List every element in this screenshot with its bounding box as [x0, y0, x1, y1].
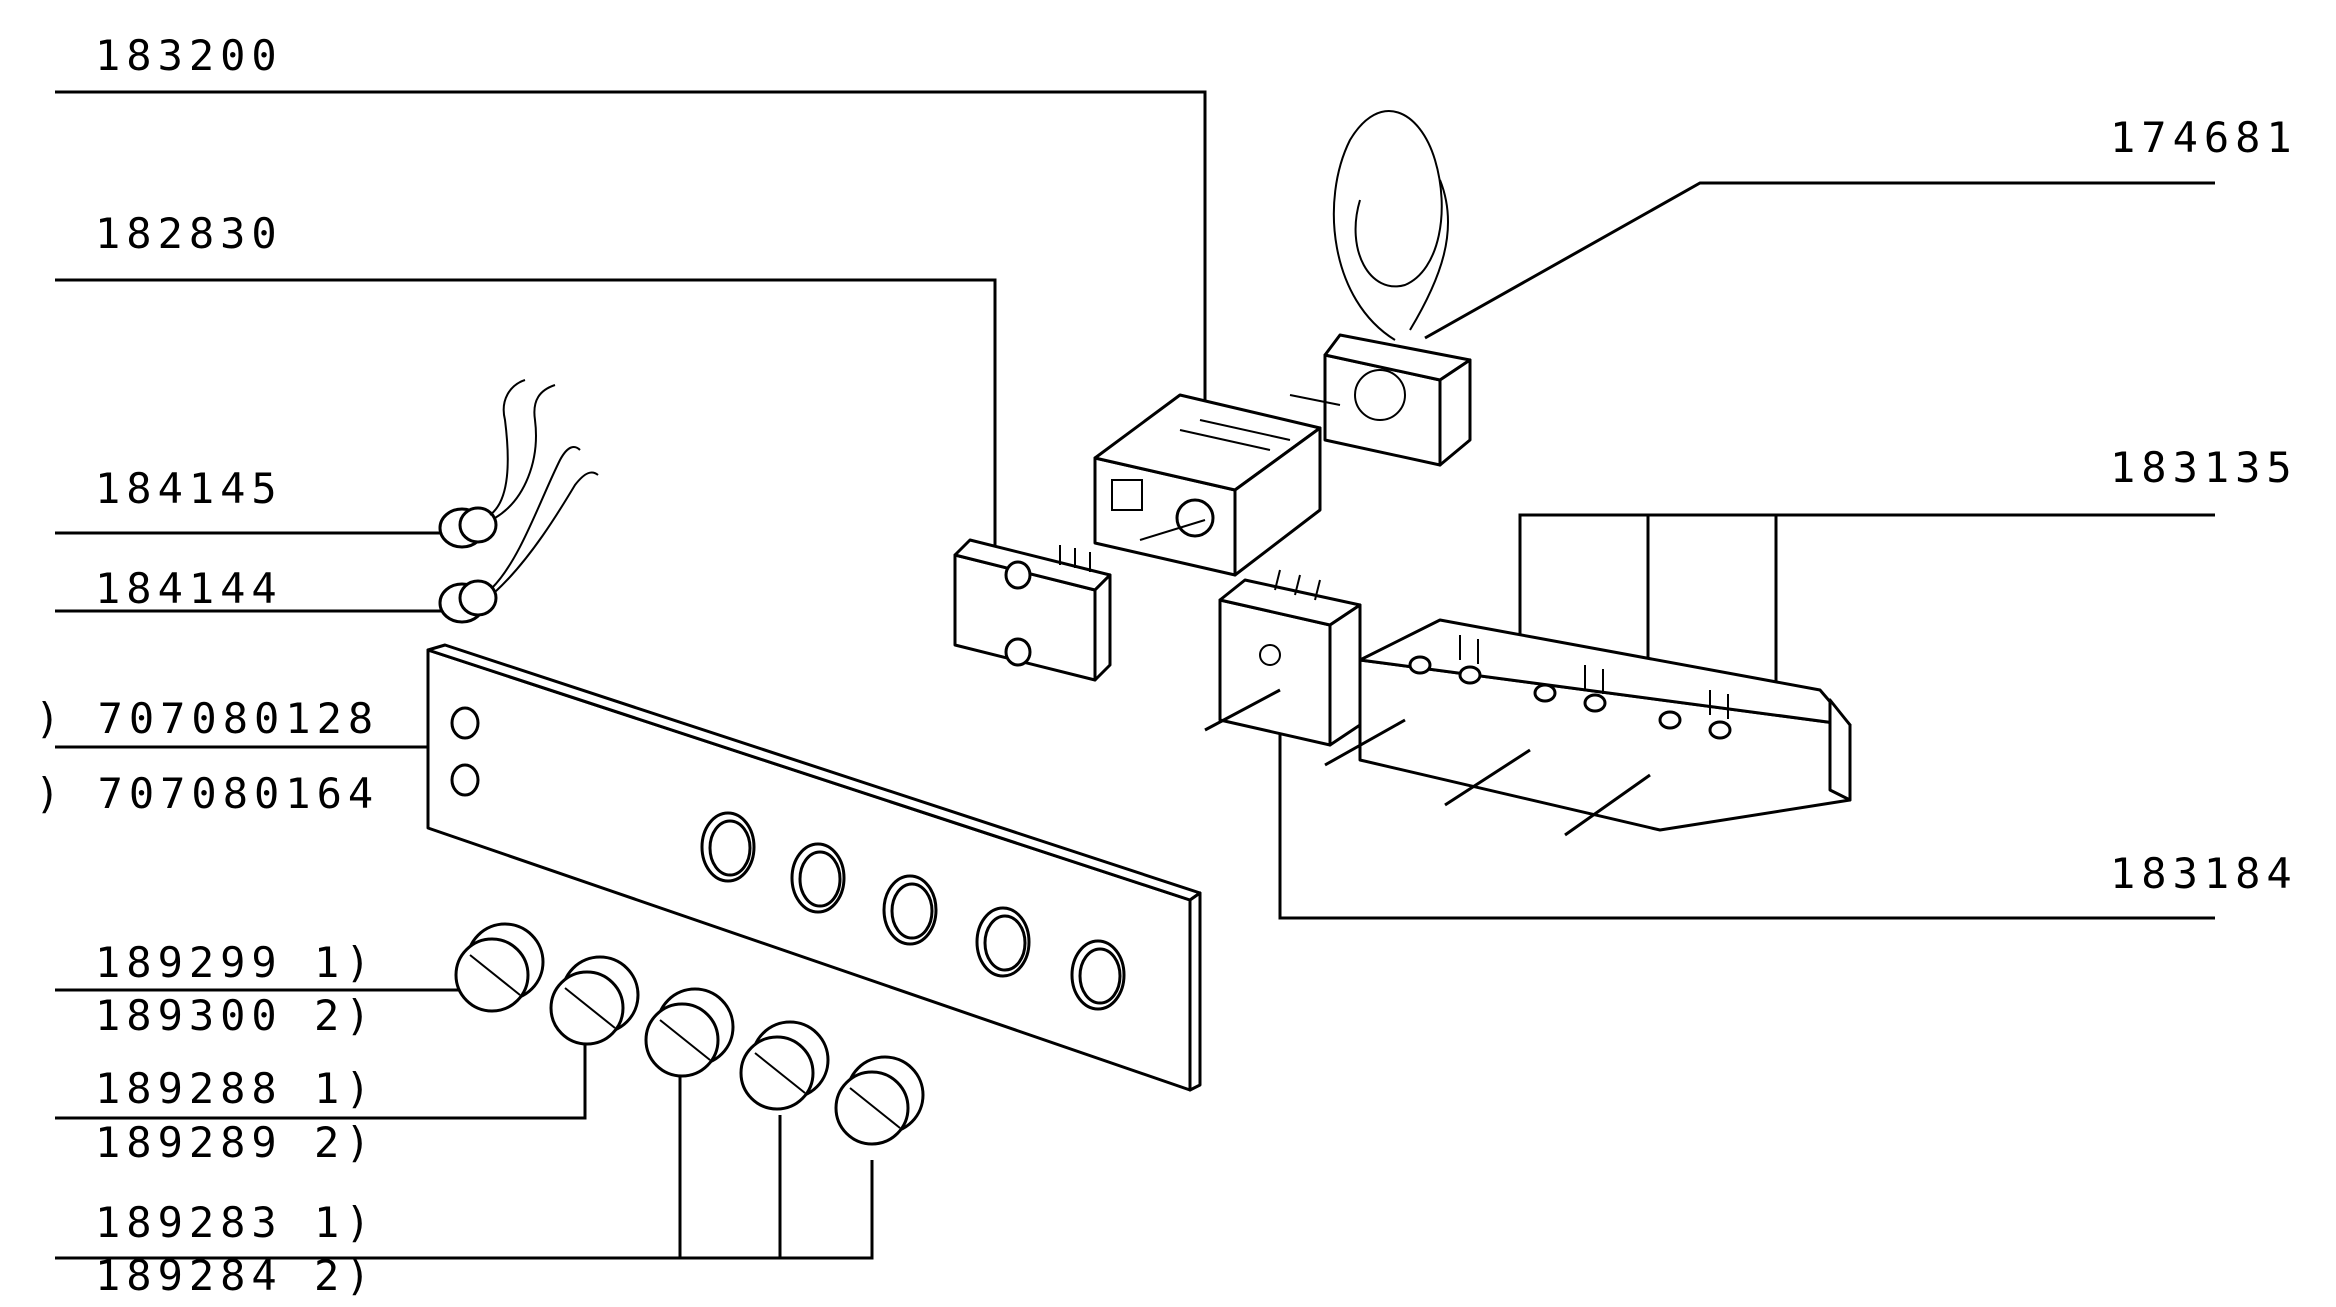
control-panel-strip	[426, 643, 1202, 1092]
thermostat-bracket-182830	[953, 538, 1112, 682]
knob-2	[549, 955, 640, 1046]
pilot-lamp-184144	[438, 446, 599, 624]
panel-lamp-hole-upper	[450, 706, 480, 740]
knob-3	[644, 987, 735, 1078]
label-189288: 189288 1)	[95, 1064, 377, 1113]
panel-lamp-hole-lower	[450, 763, 480, 797]
label-182830: 182830	[95, 209, 283, 258]
oven-switch-183184	[1204, 569, 1362, 747]
selector-switch-174681	[1289, 110, 1472, 467]
knob-4	[739, 1020, 830, 1111]
label-183184: 183184	[2110, 849, 2298, 898]
label-707080164: ) 707080164	[35, 769, 379, 818]
label-189289: 189289 2)	[95, 1118, 377, 1167]
regulator-shafts	[1324, 718, 1651, 837]
regulator-terminals	[1408, 635, 1732, 740]
knob-5	[834, 1055, 925, 1146]
pilot-lamp-184145	[438, 379, 556, 549]
label-189300: 189300 2)	[95, 991, 377, 1040]
knobs	[454, 922, 925, 1146]
label-189299: 189299 1)	[95, 938, 377, 987]
label-174681: 174681	[2110, 113, 2298, 162]
label-184144: 184144	[95, 564, 283, 613]
energy-regulator-bank-183135	[1324, 618, 1852, 837]
label-183135: 183135	[2110, 443, 2298, 492]
label-184145: 184145	[95, 464, 283, 513]
leader-lines	[55, 90, 2215, 1260]
label-707080128: ) 707080128	[35, 694, 379, 743]
label-183200: 183200	[95, 31, 283, 80]
timer-module-183200	[1093, 393, 1322, 577]
panel-knob-holes	[700, 811, 1126, 1011]
label-189283: 189283 1)	[95, 1198, 377, 1247]
knob-1	[454, 922, 545, 1013]
